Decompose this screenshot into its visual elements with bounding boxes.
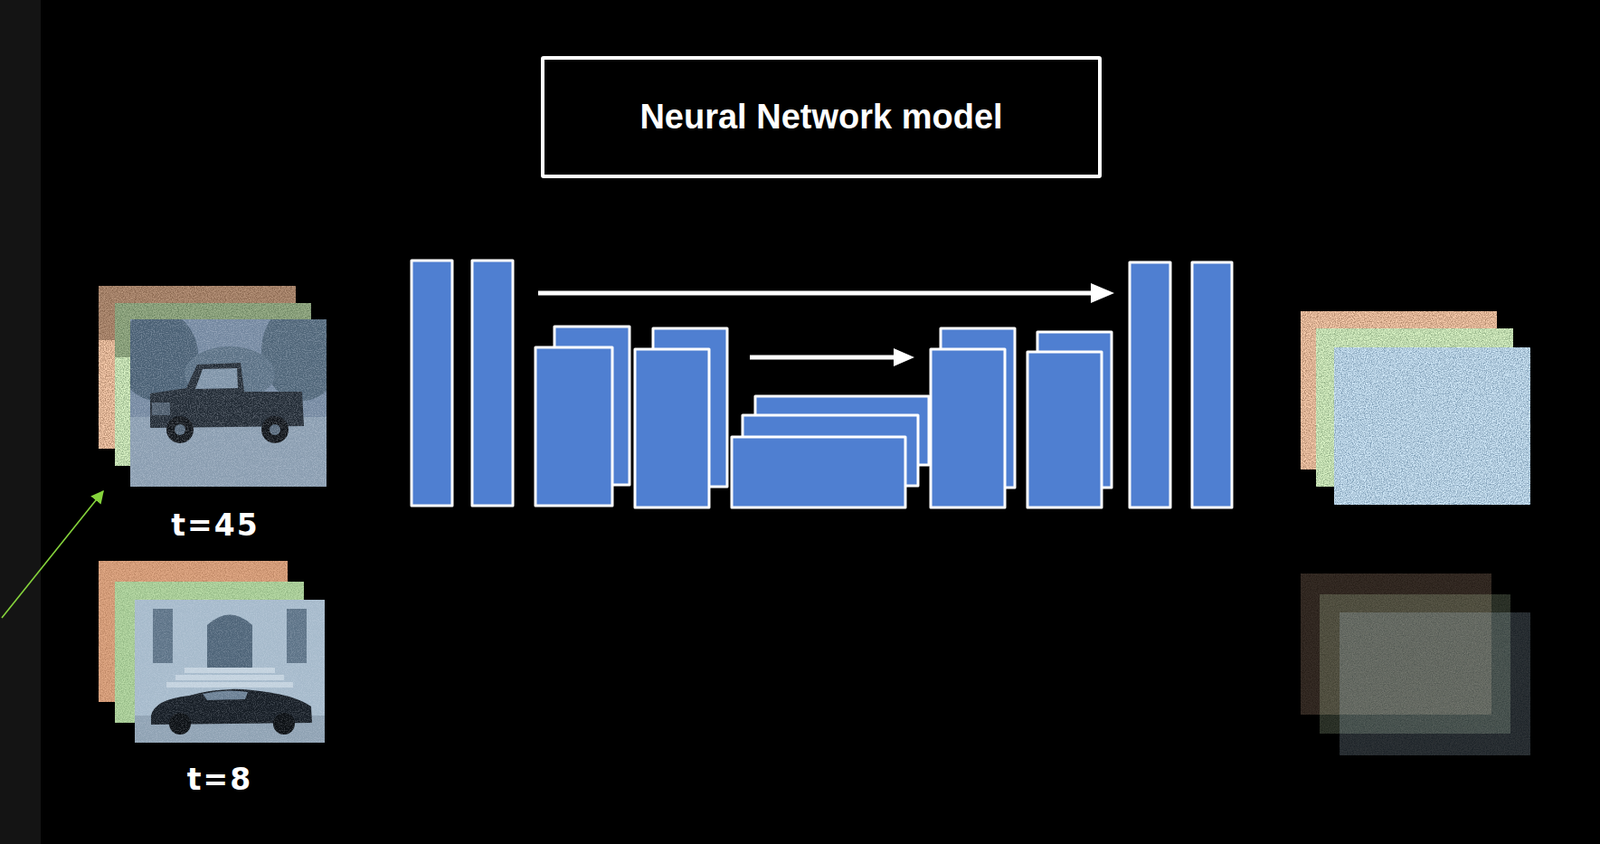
timestep-label: t=8 xyxy=(187,761,253,797)
skip-arrow xyxy=(538,291,1097,296)
faint-noise-image xyxy=(1339,612,1531,756)
layer-block xyxy=(930,349,1005,508)
image-noise xyxy=(130,319,327,487)
layer-block xyxy=(1027,351,1102,508)
layer-block xyxy=(1129,262,1171,508)
layer-block xyxy=(472,260,513,506)
box-title: Neural Network model xyxy=(639,97,1003,137)
arrow-head xyxy=(893,348,915,367)
unet-blocks xyxy=(411,260,1232,508)
truck-photo xyxy=(116,301,343,487)
image-noise xyxy=(134,599,325,743)
timestep-label: t=45 xyxy=(170,507,259,543)
layer-block xyxy=(535,347,613,506)
photo-building xyxy=(134,599,325,743)
layer-block xyxy=(634,349,710,508)
title-box: Neural Network model xyxy=(540,56,1102,179)
car-photo xyxy=(134,599,325,743)
layer-block xyxy=(1192,262,1232,508)
edge-strip xyxy=(0,0,41,844)
noise-image xyxy=(1334,347,1531,505)
layer-block xyxy=(411,260,453,506)
pointer-arrow xyxy=(1,491,104,618)
arrow-head xyxy=(1090,283,1115,303)
skip-arrow xyxy=(749,355,899,360)
bottleneck-block xyxy=(731,436,906,508)
photo-sky xyxy=(130,319,327,487)
